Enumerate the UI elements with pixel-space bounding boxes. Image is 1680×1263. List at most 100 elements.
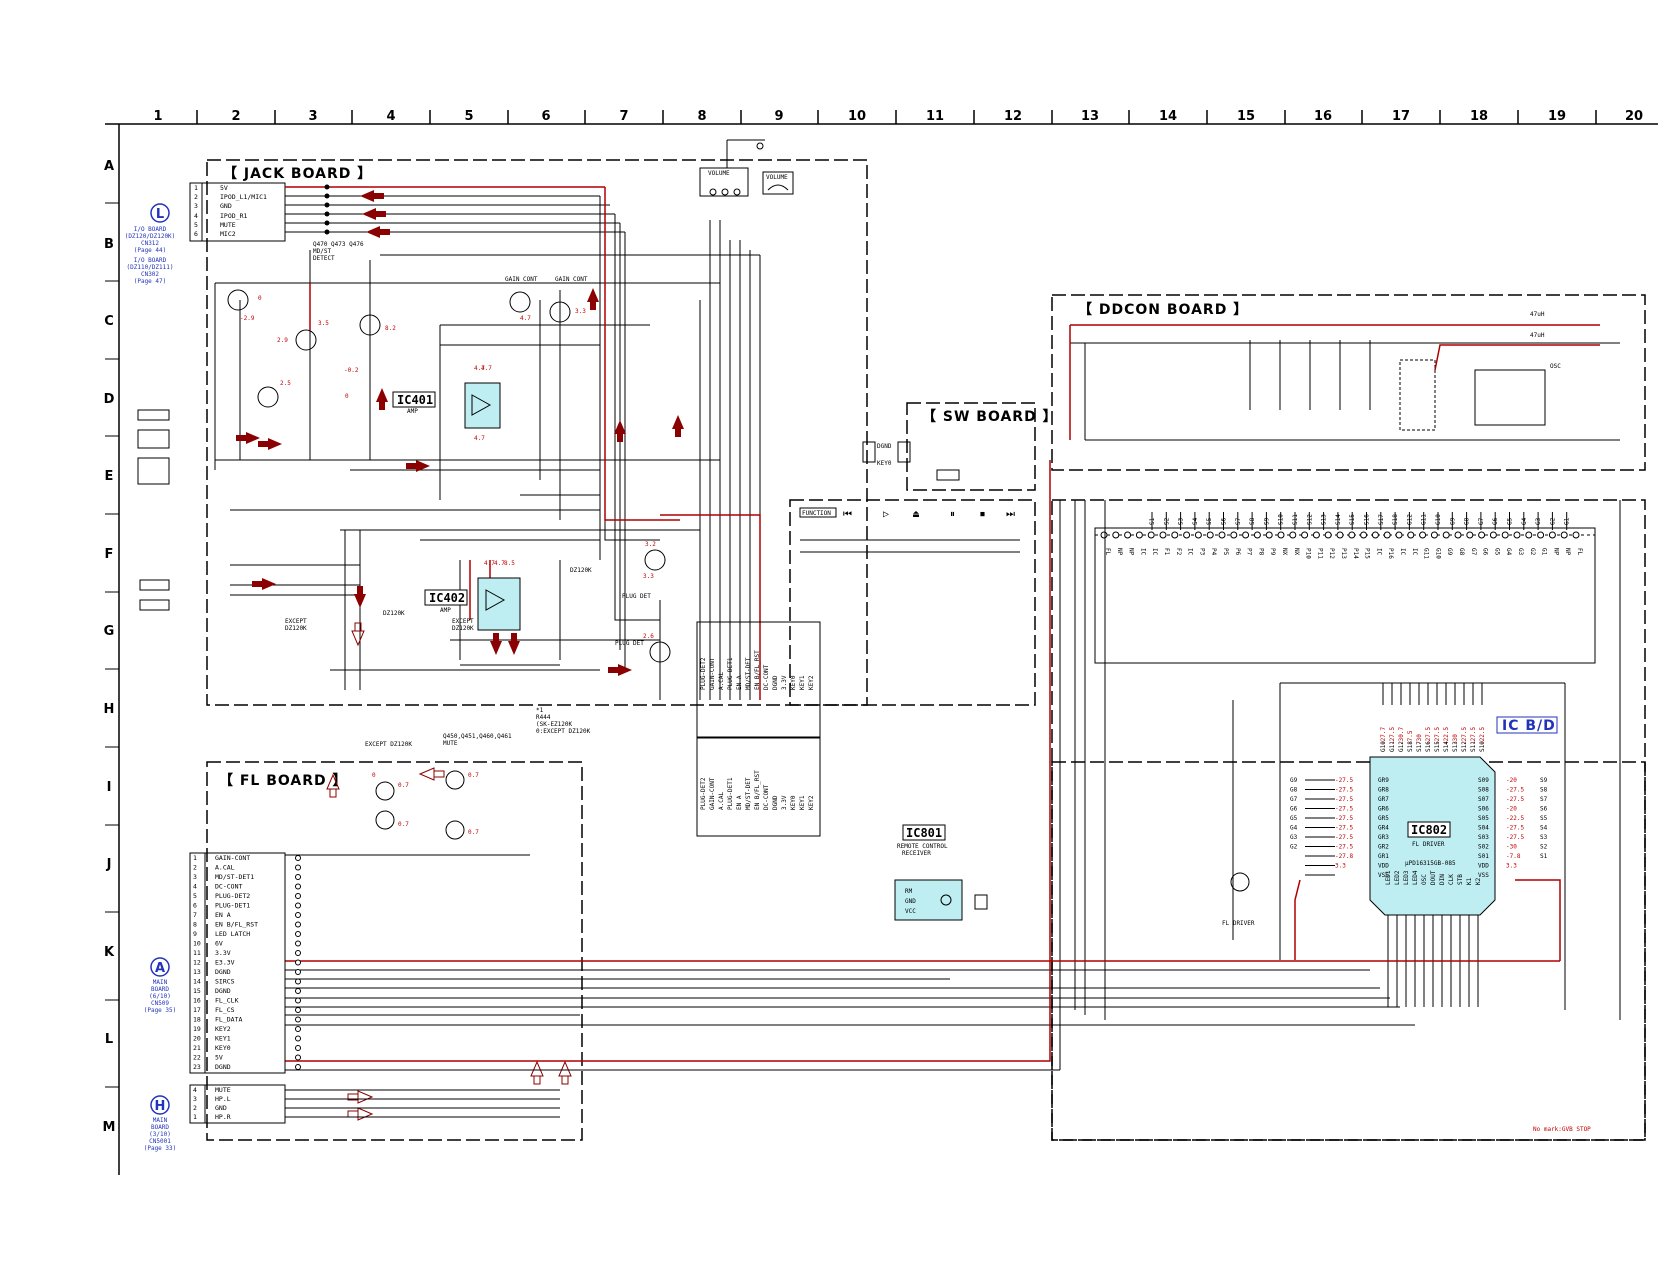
fl-tube-pin-label: NX (1293, 548, 1300, 556)
dz120k-1: DZ120K (383, 610, 405, 617)
ic802-left-sig: G5 (1290, 815, 1298, 822)
conn-a-terminal (295, 950, 301, 956)
conn-a-pin-name: 3.3V (215, 949, 231, 957)
jv-8: 4.7 (520, 315, 531, 322)
fl-tube-pin-label: IC (1139, 548, 1146, 556)
conn-a-terminal (295, 1035, 301, 1042)
conn-l-cap-4: I/O BOARD (134, 257, 167, 264)
ddcon-board-outline (1051, 294, 1646, 471)
ru-5: MD/ST-DET (745, 657, 752, 690)
fl-driver-label: FL DRIVER (1222, 920, 1255, 927)
conn-a-pin-n: 11 (193, 949, 201, 957)
fl-tube-pin (1206, 531, 1214, 539)
conn-a-pin-n: 6 (193, 902, 197, 910)
rl-5: MD/ST-DET (745, 777, 752, 810)
ic802-left-volt: -27.8 (1335, 853, 1353, 860)
ic802-left-sig: G3 (1290, 834, 1298, 841)
row-J: J (106, 857, 112, 872)
conn-a-pin-name: DGND (215, 968, 231, 976)
conn-a-terminal (295, 855, 301, 861)
fl-tube-pin (1171, 531, 1179, 539)
ic402-desc: AMP (440, 607, 451, 614)
ic802-top-volt: -27.5 (1389, 727, 1396, 745)
ic802-left-sig: G4 (1290, 825, 1298, 832)
conn-a-terminal (295, 912, 301, 918)
ic802-right-sig: S7 (1540, 796, 1548, 803)
ddcon-labels: 47uH 47uH OSC (1530, 311, 1561, 370)
conn-a-pin-n: 17 (193, 1006, 201, 1014)
ic802-bottom-pin: CLK (1448, 874, 1455, 885)
conn-a-terminal (295, 883, 301, 890)
connector-l: L I/O BOARD (DZ120/DZ120K) CN312 (Page 4… (125, 182, 625, 285)
ic802-part: μPD16315GB-085 (1405, 860, 1456, 867)
row-G: G (104, 624, 115, 639)
conn-a-terminal (295, 1045, 301, 1051)
row-D: D (104, 392, 115, 407)
conn-a-pin-n: 14 (193, 978, 201, 986)
conn-a-terminal (295, 874, 301, 880)
jack-board-title: 【 JACK BOARD 】 (223, 166, 372, 182)
col-5: 5 (464, 109, 473, 124)
fl-tube-pin-label: G2 (1529, 548, 1536, 556)
col-10: 10 (848, 109, 866, 124)
conn-a-pin-name: PLUG-DET1 (215, 902, 250, 910)
ic802-name: IC802 (1411, 823, 1447, 837)
rl-4: EN A (736, 795, 743, 810)
rl-7: DC-CONT (763, 784, 770, 810)
conn-a-pin-n: 7 (193, 911, 197, 919)
col-13: 13 (1081, 109, 1099, 124)
fl-tube-pin-label: G5 (1493, 548, 1500, 556)
conn-h-cap-3: CN5001 (149, 1138, 171, 1145)
col-8: 8 (697, 109, 706, 124)
conn-a-pin-n: 21 (193, 1044, 201, 1052)
row-K: K (104, 945, 115, 960)
conn-a-pin-name: LED LATCH (215, 930, 250, 938)
conn-a-pin-n: 20 (193, 1035, 201, 1043)
conn-a-pin-name: E3.3V (215, 959, 235, 967)
conn-a-pin-name: FL_CLK (215, 997, 239, 1005)
ribbon-lower: PLUG-DET2 GAIN-CONT A.CAL PLUG-DET1 EN A… (696, 737, 821, 837)
conn-a-terminal (295, 931, 301, 937)
conn-l-pin4-n: 4 (194, 212, 198, 220)
ic802-left-volt: -27.5 (1335, 815, 1353, 822)
signal-arrows (236, 190, 684, 676)
fl-tube-pin (1147, 531, 1155, 539)
conn-a-pin-name: A.CAL (215, 864, 235, 872)
fl-tube-pin-label: NP (1552, 548, 1559, 556)
conn-a-pin-name: 5V (215, 1054, 223, 1062)
ic802-right-volt: -30 (1506, 844, 1517, 851)
rl-6: EN B/FL_RST (754, 770, 761, 810)
conn-l-cap-0: I/O BOARD (134, 226, 167, 233)
jack-board-outline (206, 159, 868, 706)
ic802-right-pin: S09 (1478, 777, 1489, 784)
row-header: A B C D E F G H I J K L M (103, 124, 120, 1175)
conn-l-pin2-name: IPOD_L1/MIC1 (220, 193, 267, 201)
fl-tube-pin-label: F1 (1163, 548, 1170, 556)
sw-board-content: DGND KEY0 (862, 441, 960, 481)
footnote: No mark:GVB STOP (1533, 1126, 1591, 1133)
conn-l-pin1-n: 1 (194, 184, 198, 192)
ic802-right-pin: S01 (1478, 853, 1489, 860)
rl-0: PLUG-DET2 (700, 777, 707, 810)
jack-voltages: 0 -2.9 2.9 3.5 -0.2 2.5 0 8.2 4.7 3.3 4.… (240, 295, 656, 836)
fl-tube-pin-label: P11 (1316, 548, 1323, 559)
ic802-bottom-pin: K1 (1466, 877, 1473, 885)
conn-a-cap-1: BOARD (151, 986, 169, 993)
fl-tube-pin-label: IC (1187, 548, 1194, 556)
key-prev: ⏮ (843, 509, 852, 520)
fl-tube-pin (1454, 531, 1462, 539)
ic801-pin-rm: RM (905, 888, 913, 895)
ic802-top-volt: -7.5 (1407, 730, 1414, 745)
conn-a-pin-name: KEY1 (215, 1035, 231, 1043)
fl-tube-pin-label: FL (1576, 548, 1583, 556)
jv-15: 8.5 (504, 560, 515, 567)
fl-tube-pin-label: P12 (1328, 548, 1335, 559)
ic802-left-pin: GR8 (1378, 787, 1389, 794)
col-12: 12 (1004, 109, 1022, 124)
conn-l-pin2-n: 2 (194, 193, 198, 201)
conn-a-terminal (295, 893, 301, 899)
ic802-top-volt: -22.5 (1479, 727, 1486, 745)
col-6: 6 (541, 109, 550, 124)
